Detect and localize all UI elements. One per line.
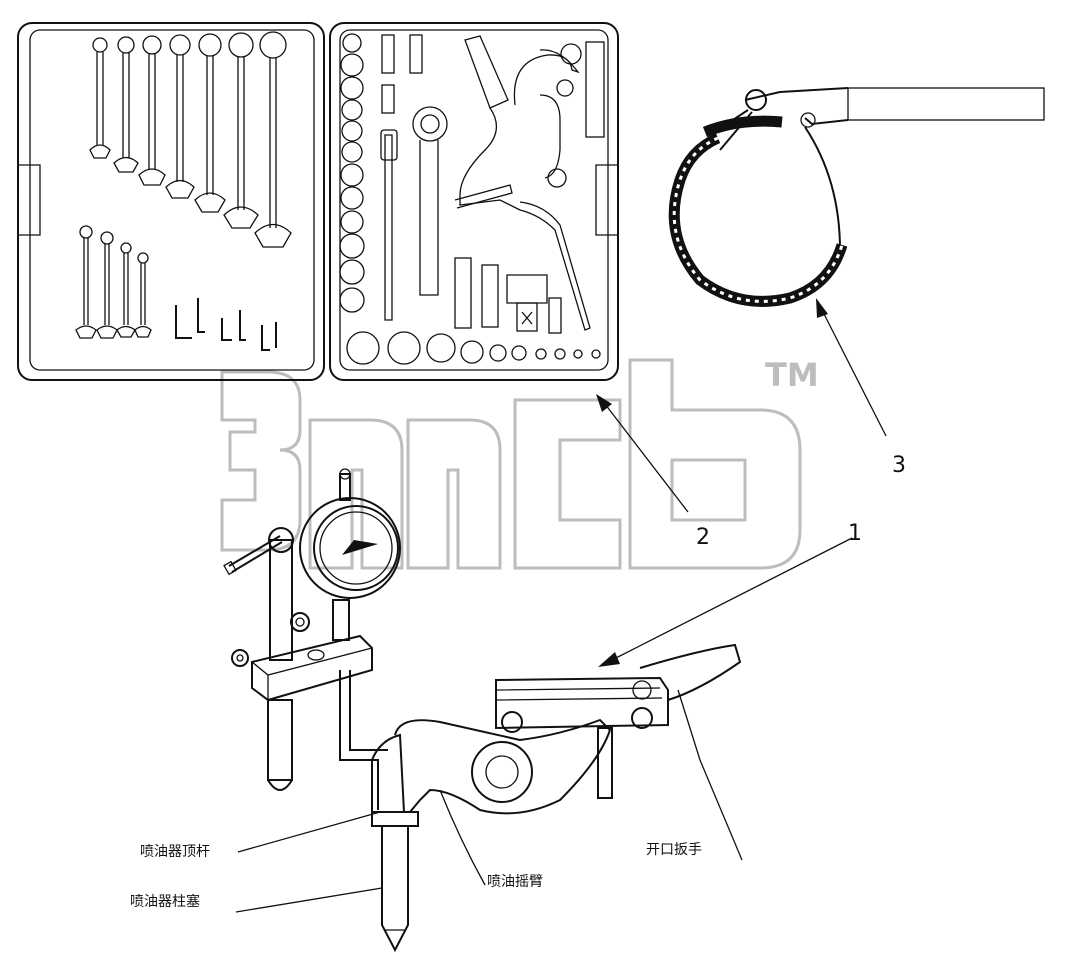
label-rocker: 喷油摇臂 <box>487 874 543 890</box>
label-pushrod: 喷油器顶杆 <box>140 844 210 860</box>
callout-2: 2 <box>696 525 710 550</box>
hex-key-set <box>175 298 277 351</box>
socket-set <box>339 33 601 365</box>
part-labels: 喷油器顶杆 喷油器柱塞 喷油摇臂 开口扳手 <box>130 842 702 910</box>
ratchet-and-extensions <box>380 34 562 334</box>
callout-arrows <box>235 298 887 913</box>
rocker-injector-assembly <box>371 643 742 953</box>
crank-handle <box>454 35 605 331</box>
label-wrench: 开口扳手 <box>646 842 702 858</box>
band-wrench <box>668 87 1045 307</box>
dial-indicator-assembly <box>223 468 401 810</box>
watermark: TM <box>220 356 819 570</box>
callout-3: 3 <box>892 453 906 478</box>
tool-case <box>17 22 619 381</box>
small-wrench-set <box>75 225 152 339</box>
combination-wrench-set <box>89 31 292 248</box>
watermark-tm: TM <box>765 356 819 394</box>
callout-numbers: 1 2 3 <box>696 453 906 550</box>
callout-1: 1 <box>848 521 862 546</box>
label-plunger: 喷油器柱塞 <box>130 893 200 910</box>
